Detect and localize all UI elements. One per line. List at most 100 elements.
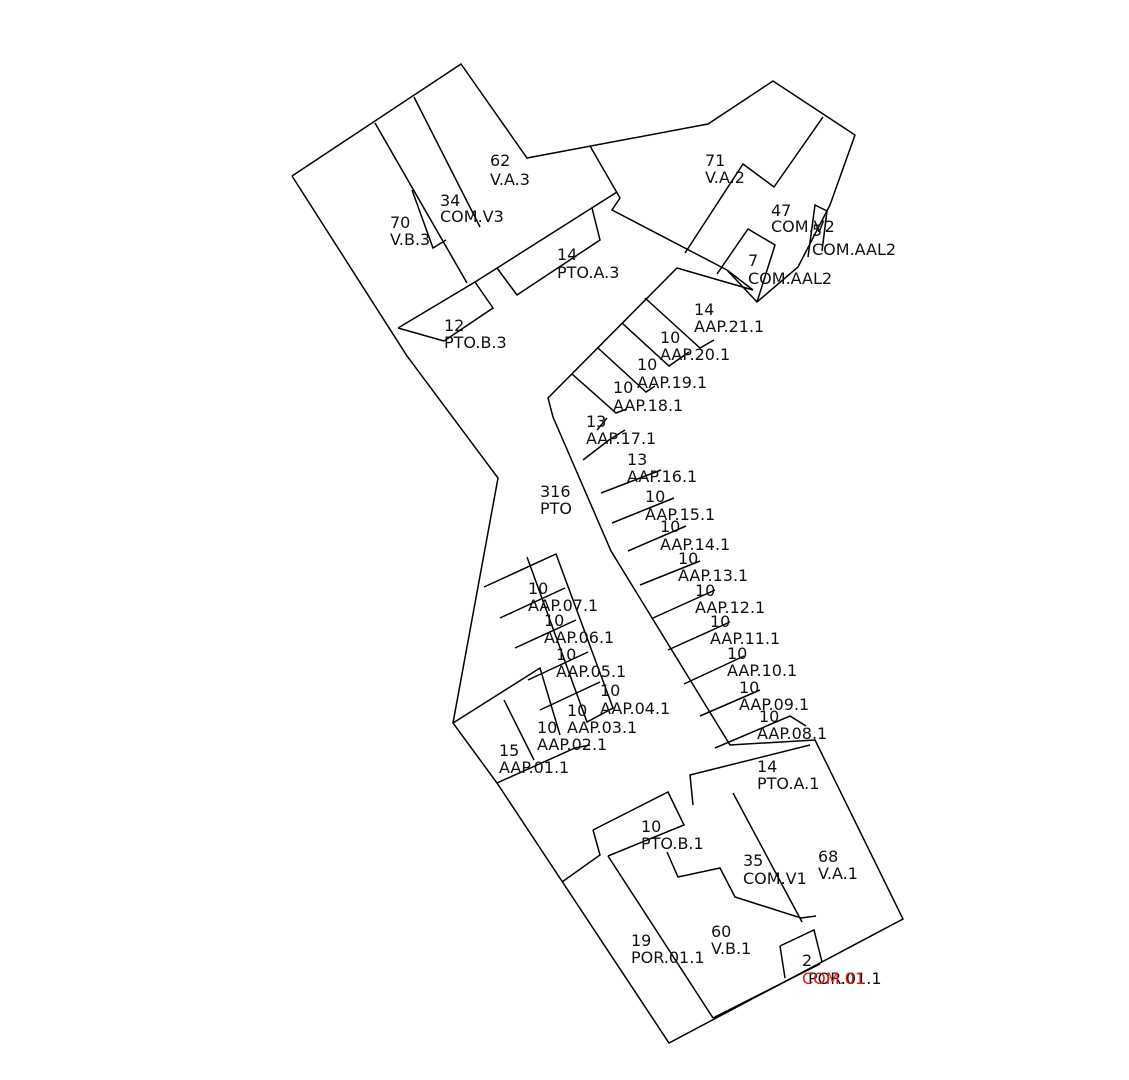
unit-code: AAP.10.1 bbox=[727, 661, 797, 680]
wall bbox=[374, 122, 468, 284]
wall bbox=[496, 207, 601, 297]
wall bbox=[732, 792, 803, 923]
wall bbox=[592, 790, 686, 857]
unit-area: 10 bbox=[567, 701, 587, 720]
unit-code: PTO.B.3 bbox=[444, 333, 507, 352]
wall bbox=[514, 619, 577, 649]
unit-area: 14 bbox=[694, 300, 714, 319]
unit-area: 60 bbox=[711, 922, 731, 941]
outer-boundary bbox=[291, 62, 904, 1044]
unit-area: 10 bbox=[660, 517, 680, 536]
wall bbox=[607, 855, 714, 1019]
unit-code: AAP.04.1 bbox=[600, 699, 670, 718]
wall bbox=[452, 666, 561, 736]
label-va2: 71V.A.2 bbox=[705, 151, 745, 187]
label-com01: COM.01 bbox=[802, 969, 865, 988]
unit-code: V.B.1 bbox=[711, 939, 751, 958]
wall bbox=[571, 373, 628, 414]
unit-area: 62 bbox=[490, 151, 510, 170]
wall bbox=[483, 552, 614, 724]
wall bbox=[779, 928, 823, 963]
unit-area: 10 bbox=[660, 328, 680, 347]
wall bbox=[496, 744, 591, 784]
wall bbox=[600, 469, 662, 494]
label-vb1: 60V.B.1 bbox=[711, 922, 751, 958]
unit-code: COM.AAL2 bbox=[748, 269, 832, 288]
wall bbox=[474, 191, 618, 283]
unit-area: 71 bbox=[705, 151, 725, 170]
unit-code: POR.01.1 bbox=[631, 948, 705, 967]
unit-code: V.B.3 bbox=[390, 230, 430, 249]
wall bbox=[639, 560, 701, 586]
unit-area: 10 bbox=[727, 644, 747, 663]
wall bbox=[652, 589, 716, 619]
plan-lines bbox=[291, 62, 904, 1044]
wall bbox=[397, 327, 445, 342]
unit-code: AAP.18.1 bbox=[613, 396, 683, 415]
wall bbox=[699, 689, 761, 717]
unit-area: 19 bbox=[631, 931, 651, 950]
unit-code: AAP.01.1 bbox=[499, 758, 569, 777]
label-va3: 62V.A.3 bbox=[490, 151, 530, 189]
wall bbox=[596, 417, 608, 431]
wall bbox=[627, 525, 687, 552]
unit-code: AAP.17.1 bbox=[586, 429, 656, 448]
unit-code: AAP.02.1 bbox=[537, 735, 607, 754]
unit-area: 14 bbox=[557, 245, 577, 264]
unit-area: 13 bbox=[627, 450, 647, 469]
wall bbox=[644, 297, 715, 349]
wall bbox=[712, 963, 821, 1019]
wall bbox=[807, 203, 828, 258]
unit-area: 12 bbox=[444, 316, 464, 335]
unit-code: AAP.13.1 bbox=[678, 566, 748, 585]
unit-code: AAP.09.1 bbox=[739, 695, 809, 714]
unit-code: AAP.14.1 bbox=[660, 535, 730, 554]
unit-area: 10 bbox=[695, 581, 715, 600]
unit-area: 35 bbox=[743, 851, 763, 870]
unit-area: 10 bbox=[637, 355, 657, 374]
wall bbox=[503, 699, 535, 761]
unit-code: AAP.03.1 bbox=[567, 718, 637, 737]
wall bbox=[411, 189, 447, 250]
wall bbox=[539, 681, 601, 711]
wall bbox=[666, 851, 817, 919]
wall bbox=[714, 715, 807, 749]
unit-code-highlight: COM.01 bbox=[802, 969, 865, 988]
unit-area: 68 bbox=[818, 847, 838, 866]
unit-code: PTO.A.1 bbox=[757, 774, 819, 793]
unit-code: COM.V2 bbox=[771, 217, 835, 236]
wall bbox=[561, 829, 601, 883]
unit-area: 316 bbox=[540, 482, 571, 501]
wall bbox=[582, 429, 626, 461]
unit-code: AAP.12.1 bbox=[695, 598, 765, 617]
label-vb3: 70V.B.3 bbox=[390, 213, 430, 249]
unit-area: 10 bbox=[528, 579, 548, 598]
unit-area: 10 bbox=[537, 718, 557, 737]
unit-area: 10 bbox=[759, 707, 779, 726]
unit-area: 10 bbox=[645, 487, 665, 506]
unit-code: V.A.2 bbox=[705, 168, 745, 187]
unit-area: 47 bbox=[771, 201, 791, 220]
